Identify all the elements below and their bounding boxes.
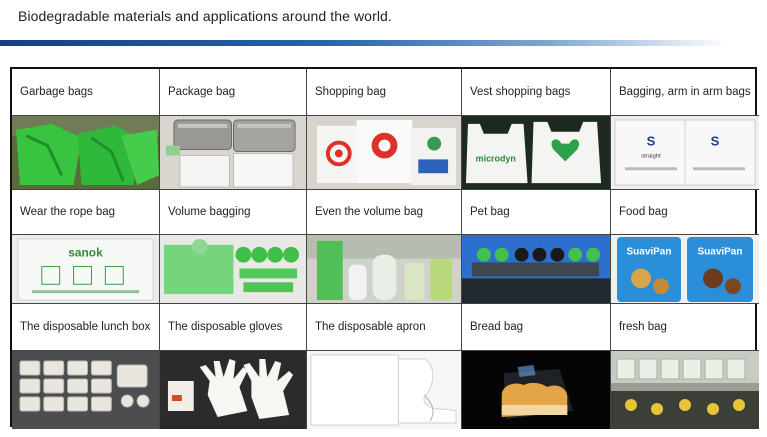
title-underline-bar bbox=[0, 40, 730, 46]
table-cell-label: Wear the rope bag bbox=[12, 190, 160, 235]
table-cell-label: Garbage bags bbox=[12, 69, 160, 116]
food-bag-brand-text-2: SuaviPan bbox=[698, 247, 743, 258]
bread-bag-photo bbox=[462, 351, 611, 429]
table-cell-label: Shopping bag bbox=[307, 69, 462, 116]
table-cell-label: Food bag bbox=[611, 190, 759, 235]
fresh-bag-photo bbox=[611, 351, 759, 429]
table-cell-label: fresh bag bbox=[611, 304, 759, 351]
table-cell-label: Bread bag bbox=[462, 304, 611, 351]
arm-in-arm-bags-photo: S S straight bbox=[611, 116, 759, 190]
food-bag-brand-text: SuaviPan bbox=[627, 247, 672, 258]
table-cell-label: The disposable lunch box bbox=[12, 304, 160, 351]
bag-brand-text: straight bbox=[641, 153, 661, 159]
table-cell-label: Vest shopping bags bbox=[462, 69, 611, 116]
gloves-photo bbox=[160, 351, 307, 429]
pet-bag-photo bbox=[462, 235, 611, 304]
svg-text:S: S bbox=[647, 134, 656, 149]
package-bag-photo bbox=[160, 116, 307, 190]
shopping-bag-photo bbox=[307, 116, 462, 190]
table-cell-label: The disposable gloves bbox=[160, 304, 307, 351]
garbage-bags-photo bbox=[12, 116, 160, 190]
page-title: Biodegradable materials and applications… bbox=[18, 8, 392, 24]
volume-bag-photo bbox=[307, 235, 462, 304]
lunch-box-photo bbox=[12, 351, 160, 429]
svg-text:S: S bbox=[711, 134, 720, 149]
table-cell-label: Volume bagging bbox=[160, 190, 307, 235]
table-cell-label: Package bag bbox=[160, 69, 307, 116]
volume-bagging-photo bbox=[160, 235, 307, 304]
rope-bag-photo: sanok bbox=[12, 235, 160, 304]
table-cell-label: Even the volume bag bbox=[307, 190, 462, 235]
rope-bag-brand-text: sanok bbox=[68, 246, 103, 260]
vest-shopping-bags-photo: microdyn bbox=[462, 116, 611, 190]
table-cell-label: The disposable apron bbox=[307, 304, 462, 351]
table-cell-label: Bagging, arm in arm bags bbox=[611, 69, 759, 116]
food-bag-photo: SuaviPan SuaviPan bbox=[611, 235, 759, 304]
apron-photo bbox=[307, 351, 462, 429]
table-cell-label: Pet bag bbox=[462, 190, 611, 235]
vest-bag-brand-text: microdyn bbox=[476, 153, 516, 163]
applications-table: Garbage bags Package bag Shopping bag Ve… bbox=[10, 67, 759, 429]
